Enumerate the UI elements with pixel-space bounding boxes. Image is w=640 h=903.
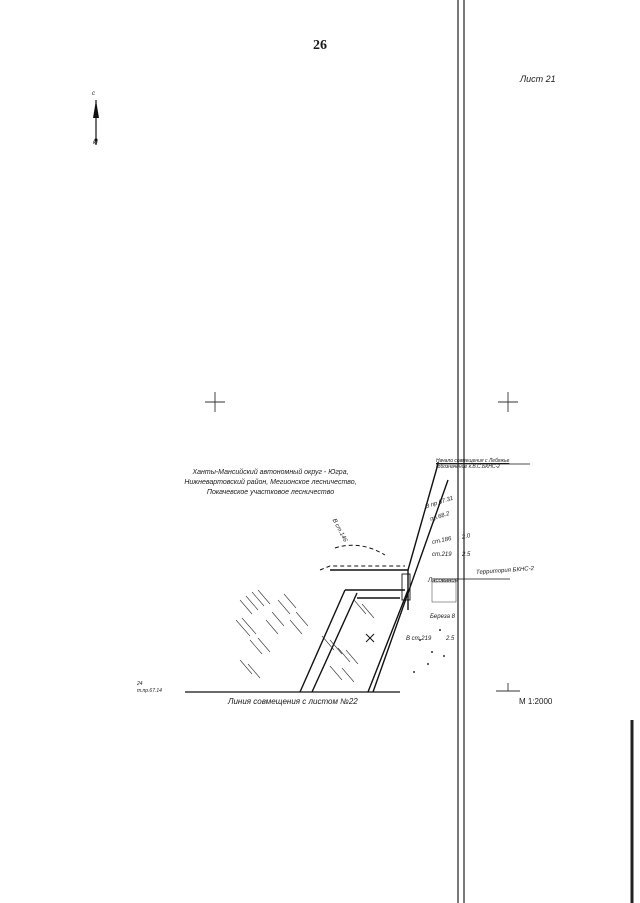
combine-line-label: Линия совмещения с листом №22 [228, 697, 358, 706]
annotation-bereza: Береза 8 [430, 614, 455, 620]
registration-cross-right [498, 392, 518, 412]
sheet-label: Лист 21 [520, 74, 556, 84]
dashed-boundary [319, 544, 405, 571]
south-letter: ю [93, 140, 98, 146]
annotation-mazu: Ласование [428, 578, 459, 584]
north-arrow-icon [93, 100, 99, 145]
vegetation-hatching [235, 589, 375, 683]
region-label: Ханты-Мансийский автономный округ - Югра… [184, 469, 357, 496]
annotation-st219-top: ст.219 [432, 552, 452, 558]
scale-label: М 1:2000 [519, 697, 553, 706]
registration-tick-bottom [496, 683, 520, 692]
marker-rect [401, 573, 411, 601]
annotation-2-5-bottom: 2.5 [446, 636, 455, 642]
point-marks [365, 633, 375, 643]
registration-cross-left [205, 392, 225, 412]
begin-label: Начало совмещения с Лебяжье (обозначение… [436, 458, 510, 470]
annotation-st219-bottom: В ст.219 [406, 636, 432, 642]
annotation-left-1: 24 [137, 681, 143, 687]
scatter-dots [413, 629, 445, 673]
bkns-box [431, 581, 457, 603]
annotation-left-2: т.пр.67.14 [137, 688, 162, 694]
annotation-2-5-top: 2.5 [462, 552, 471, 558]
page-number: 26 [313, 38, 327, 53]
north-letter: с [92, 91, 95, 97]
